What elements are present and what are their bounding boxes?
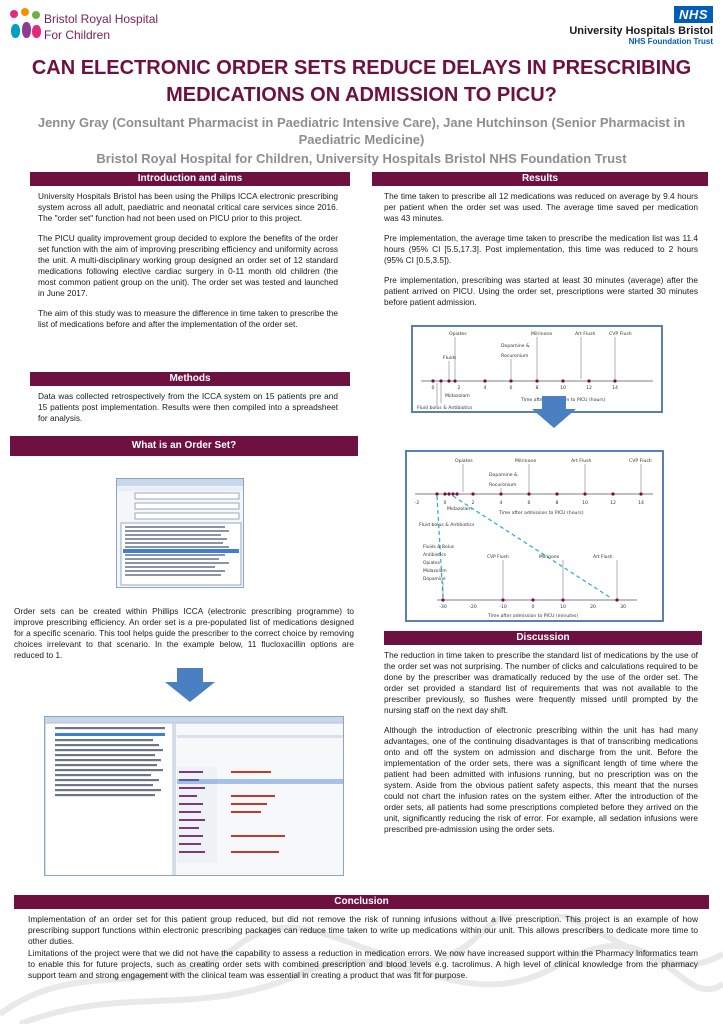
timeline2-event: Rocuronium bbox=[489, 482, 517, 488]
timeline3-tick: -10 bbox=[499, 604, 507, 610]
timeline1-tick: 10 bbox=[560, 385, 566, 391]
timeline1-event: Fluids bbox=[443, 355, 457, 361]
timeline3-event: Dopamine bbox=[423, 576, 446, 582]
methods-section: Data was collected retrospectively from … bbox=[38, 391, 338, 433]
conclusion-heading: Conclusion bbox=[14, 895, 709, 909]
timeline2-event: Fluid bolus & Antibiotics bbox=[419, 522, 475, 528]
icca-order-window-image bbox=[116, 478, 244, 588]
timeline1-event: Rocuronium bbox=[501, 353, 529, 359]
methods-paragraph: Data was collected retrospectively from … bbox=[38, 391, 338, 423]
timeline2-event: Dopamine & bbox=[489, 472, 518, 478]
timeline1-event: CVP Flush bbox=[609, 331, 632, 337]
timeline3-event: Opiates bbox=[423, 560, 441, 566]
timeline1-tick: 8 bbox=[536, 385, 539, 391]
conclusion-paragraph: Limitations of the project were that we … bbox=[28, 948, 698, 980]
timeline3-tick: -20 bbox=[469, 604, 477, 610]
timeline1-tick: 4 bbox=[484, 385, 487, 391]
timeline2-event: Midazolam bbox=[447, 506, 472, 512]
timeline2-tick: 0 bbox=[444, 500, 447, 506]
discussion-paragraph: The reduction in time taken to prescribe… bbox=[384, 650, 698, 715]
timeline2-tick: 12 bbox=[610, 500, 616, 506]
timeline3-tick: -30 bbox=[439, 604, 447, 610]
intro-paragraph: The aim of this study was to measure the… bbox=[38, 308, 338, 329]
timeline1-event: Art Flush bbox=[575, 331, 596, 337]
timeline1-event: Opiates bbox=[449, 331, 467, 337]
poster-affiliation: Bristol Royal Hospital for Children, Uni… bbox=[96, 151, 627, 166]
methods-heading: Methods bbox=[30, 372, 350, 386]
timeline1-tick: 14 bbox=[612, 385, 618, 391]
discussion-section: The reduction in time taken to prescribe… bbox=[384, 650, 698, 844]
timeline2-event: CVP Flush bbox=[629, 458, 652, 464]
results-section: The time taken to prescribe all 12 medic… bbox=[384, 191, 698, 317]
timeline2-tick: 4 bbox=[500, 500, 503, 506]
discussion-heading: Discussion bbox=[384, 631, 702, 645]
authors-line1: Jenny Gray (Consultant Pharmacist in Pae… bbox=[37, 115, 686, 130]
results-paragraph: Pre implementation, the average time tak… bbox=[384, 233, 698, 265]
logo-figures-icon bbox=[8, 8, 42, 44]
timeline1-event: Fluid bolus & Antibiotics bbox=[417, 405, 473, 411]
timeline-post-implementation: -2 0 2 4 6 8 10 12 14 Opiates Milrinone … bbox=[405, 450, 664, 622]
timeline1-tick: 2 bbox=[458, 385, 461, 391]
timeline2-tick: 10 bbox=[582, 500, 588, 506]
intro-section: University Hospitals Bristol has been us… bbox=[38, 191, 338, 339]
timeline3-axis-label: Time after admission to PICU (minutes) bbox=[487, 613, 578, 619]
icca-order-set-image bbox=[44, 716, 344, 876]
timeline2-axis-label: Time after admission to PICU (hours) bbox=[498, 510, 584, 516]
poster-title: CAN ELECTRONIC ORDER SETS REDUCE DELAYS … bbox=[10, 55, 713, 109]
bristol-royal-hospital-logo: Bristol Royal Hospital For Children bbox=[8, 6, 178, 46]
logo-hospital-sub: For Children bbox=[44, 28, 111, 42]
timeline3-tick: 30 bbox=[620, 604, 626, 610]
order-set-heading: What is an Order Set? bbox=[10, 436, 358, 456]
poster-title-line2: MEDICATIONS ON ADMISSION TO PICU? bbox=[166, 84, 557, 106]
timeline2-event: Opiates bbox=[455, 458, 473, 464]
logo-hospital-name: Bristol Royal Hospital bbox=[44, 12, 159, 26]
timeline1-event: Milrinone bbox=[531, 331, 552, 337]
icca-order-window-graphic bbox=[117, 479, 243, 586]
trust-org-name: University Hospitals Bristol bbox=[569, 25, 713, 37]
timeline2-event: Art Flush bbox=[571, 458, 592, 464]
timeline3-tick: 10 bbox=[560, 604, 566, 610]
timeline3-event: Midazolam bbox=[423, 568, 447, 574]
authors-line2: Paediatric Medicine) bbox=[298, 132, 425, 147]
order-set-section: Order sets can be created within Phillip… bbox=[14, 606, 354, 670]
timeline2-tick: 6 bbox=[528, 500, 531, 506]
intro-heading: Introduction and aims bbox=[30, 172, 350, 186]
intro-paragraph: The PICU quality improvement group decid… bbox=[38, 233, 338, 298]
results-heading: Results bbox=[372, 172, 708, 186]
timeline1-tick: 12 bbox=[586, 385, 592, 391]
timeline3-event: Art Flush bbox=[593, 554, 613, 560]
down-arrow-icon bbox=[532, 396, 576, 428]
conclusion-paragraph: Implementation of an order set for this … bbox=[28, 914, 698, 946]
icca-order-set-graphic bbox=[45, 717, 343, 875]
timeline3-tick: 20 bbox=[590, 604, 596, 610]
timeline1-tick: 0 bbox=[432, 385, 435, 391]
order-set-paragraph: Order sets can be created within Phillip… bbox=[14, 606, 354, 660]
timeline3-event: Fluids & Bolus bbox=[423, 544, 455, 550]
nhs-trust-logo: NHS University Hospitals Bristol NHS Fou… bbox=[543, 6, 713, 46]
timeline2-tick: -2 bbox=[415, 500, 420, 506]
down-arrow-icon bbox=[165, 668, 215, 702]
timeline2-event: Milrinone bbox=[515, 458, 536, 464]
trust-subtitle: NHS Foundation Trust bbox=[628, 37, 713, 46]
poster-authors: Jenny Gray (Consultant Pharmacist in Pae… bbox=[20, 114, 703, 148]
discussion-paragraph: Although the introduction of electronic … bbox=[384, 725, 698, 834]
timeline3-event: Antibiotics bbox=[423, 552, 447, 558]
timeline3-tick: 0 bbox=[532, 604, 535, 610]
intro-paragraph: University Hospitals Bristol has been us… bbox=[38, 191, 338, 223]
nhs-badge: NHS bbox=[674, 6, 713, 23]
timeline1-tick: 6 bbox=[510, 385, 513, 391]
timeline1-event: Midazolam bbox=[445, 393, 470, 399]
timeline2-tick: 14 bbox=[638, 500, 644, 506]
conclusion-section: Implementation of an order set for this … bbox=[28, 914, 698, 990]
timeline2-tick: 2 bbox=[472, 500, 475, 506]
timeline3-event: CVP Flush bbox=[487, 554, 509, 560]
timeline1-event: Dopamine & bbox=[501, 343, 530, 349]
results-paragraph: Pre implementation, prescribing was star… bbox=[384, 275, 698, 307]
timeline3-event: Milrinone bbox=[539, 554, 560, 560]
results-paragraph: The time taken to prescribe all 12 medic… bbox=[384, 191, 698, 223]
timeline2-tick: 8 bbox=[556, 500, 559, 506]
decorative-scribble-background bbox=[0, 914, 723, 1024]
poster-title-line1: CAN ELECTRONIC ORDER SETS REDUCE DELAYS … bbox=[31, 57, 692, 79]
